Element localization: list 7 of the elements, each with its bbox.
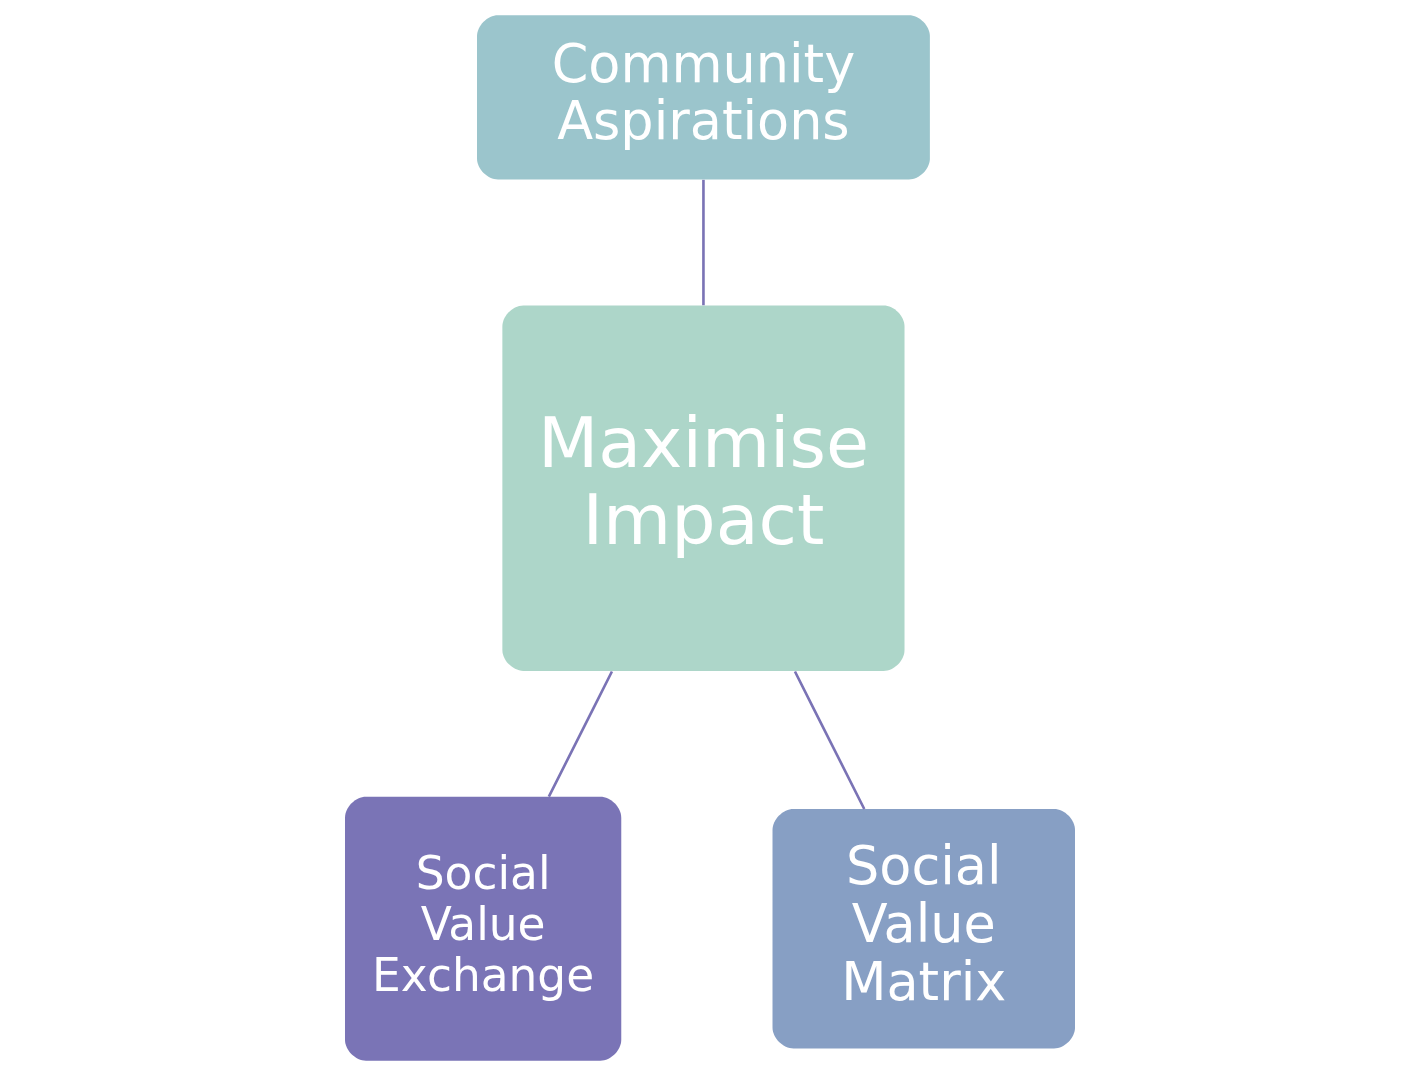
connector	[793, 670, 865, 810]
node-box: Social Value Matrix	[772, 809, 1075, 1049]
connector	[701, 179, 705, 306]
node-box: Community Aspirations	[476, 15, 930, 180]
connector	[547, 670, 613, 798]
node-box: Social Value Exchange	[344, 796, 621, 1061]
node-box: Maximise Impact	[501, 305, 904, 671]
